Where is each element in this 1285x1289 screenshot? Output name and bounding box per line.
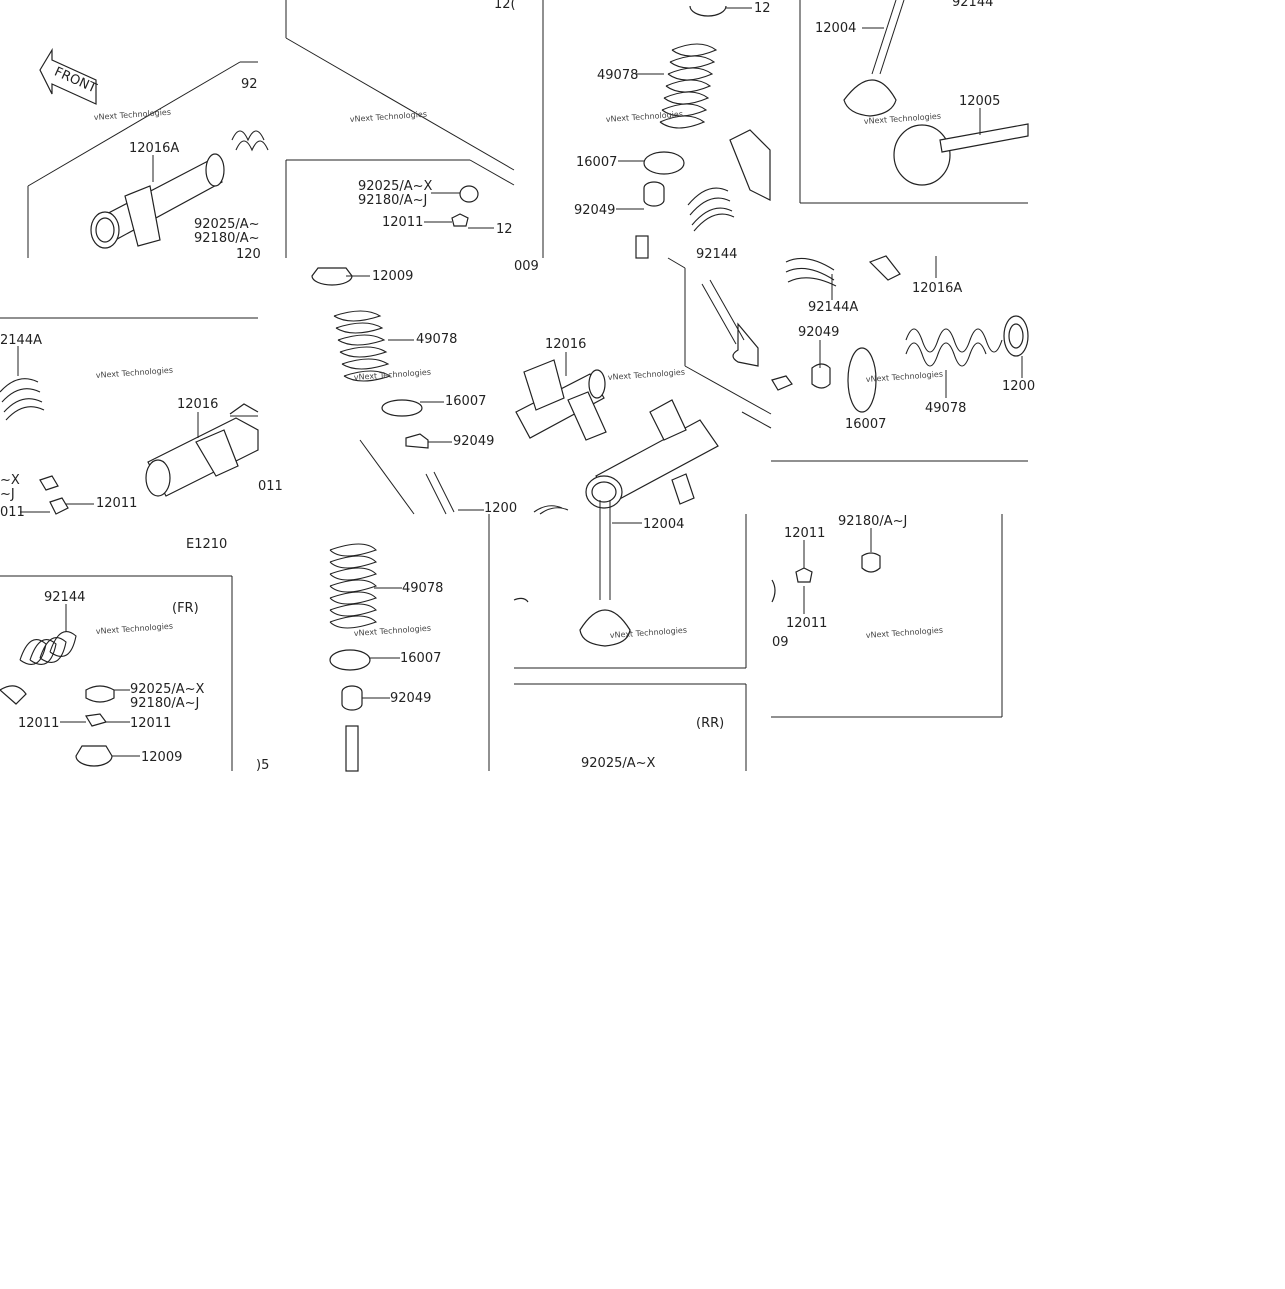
label-92180-bottomright: 92180/A~J xyxy=(838,514,907,529)
label-12011-left: 12011 xyxy=(96,496,137,511)
rocker-shaft-12016A-topleft xyxy=(90,130,269,249)
frame-lines xyxy=(0,0,1028,771)
label-92144A-right: 92144A xyxy=(808,300,858,315)
valves-topright xyxy=(843,0,1029,186)
label-92180-topcenter: 92180/A~J xyxy=(358,193,427,208)
label-49078-top: 49078 xyxy=(597,68,638,83)
label-12004-center: 12004 xyxy=(643,517,684,532)
label-09-cut: 09 xyxy=(772,635,789,650)
watermark: vNext Technologies xyxy=(866,370,944,384)
label-16007-bottom: 16007 xyxy=(400,651,441,666)
label-12016A-topleft: 12016A xyxy=(129,141,179,156)
label-49078-right: 49078 xyxy=(925,401,966,416)
label-92049-right: 92049 xyxy=(798,325,839,340)
label-12-topcenter-right: 12 xyxy=(496,222,513,237)
label-fr: (FR) xyxy=(172,601,199,616)
label-16007-right: 16007 xyxy=(845,417,886,432)
label-12009-center: 12009 xyxy=(372,269,413,284)
label-12-topcenter: 12( xyxy=(494,0,516,12)
front-direction-arrow: FRONT xyxy=(39,47,99,105)
label-12011-bottomleft-b: 12011 xyxy=(130,716,171,731)
label-120-cut: 120 xyxy=(236,247,261,262)
label-12011-bottomleft-a: 12011 xyxy=(18,716,59,731)
label-92049-center: 92049 xyxy=(453,434,494,449)
valve-spring-49078-top xyxy=(616,5,771,259)
label-92144-bottomleft: 92144 xyxy=(44,590,85,605)
label-12016A-right: 12016A xyxy=(912,281,962,296)
watermark: vNext Technologies xyxy=(866,626,944,640)
valve-cotter-topcenter xyxy=(424,185,494,229)
rocker-shafts-12016-center xyxy=(515,279,759,515)
label-92-cut: 92 xyxy=(241,77,258,92)
watermark: vNext Technologies xyxy=(94,108,172,122)
label-12004-topright: 12004 xyxy=(815,21,856,36)
watermark: vNext Technologies xyxy=(606,110,684,124)
watermark: vNext Technologies xyxy=(608,368,686,382)
watermark: vNext Technologies xyxy=(96,622,174,636)
label-e1210: E1210 xyxy=(186,537,227,552)
label-92144A-left: 2144A xyxy=(0,333,42,348)
label-12009-bottomleft: 12009 xyxy=(141,750,182,765)
label-12011-bottomright-a: 12011 xyxy=(784,526,825,541)
label-92180-bottomleft: 92180/A~J xyxy=(130,696,199,711)
label-1200-center: 1200 xyxy=(484,501,517,516)
valve-spring-49078-center xyxy=(311,267,484,515)
label-92180-cut: 92180/A~ xyxy=(194,231,260,246)
watermark: vNext Technologies xyxy=(96,366,174,380)
label-92025-rr: 92025/A~X xyxy=(581,756,656,771)
label-92144-cut: 92144 xyxy=(696,247,737,262)
label-011-left: 011 xyxy=(258,479,283,494)
label-92049-bottom: 92049 xyxy=(390,691,431,706)
valve-12004-bottom xyxy=(513,500,642,647)
valve-spring-49078-right xyxy=(771,255,1029,413)
label-12016-left: 12016 xyxy=(177,397,218,412)
rocker-shaft-12016-left xyxy=(0,346,259,515)
label-92025-topcenter: 92025/A~X xyxy=(358,179,433,194)
label-92144-topright: 92144 xyxy=(952,0,993,10)
label-92025-bottomleft: 92025/A~X xyxy=(130,682,205,697)
label-1200-right: 1200 xyxy=(1002,379,1035,394)
label-12005-topright: 12005 xyxy=(959,94,1000,109)
label-12-top: 12 xyxy=(754,1,771,16)
label-rr: (RR) xyxy=(696,716,724,731)
label-92049-top: 92049 xyxy=(574,203,615,218)
valve-spring-49078-bottom xyxy=(329,543,402,772)
rocker-arm-92144-bottomleft xyxy=(0,604,140,767)
part-labels: 92 12016A 92025/A~ 92180/A~ 120 12( 9202… xyxy=(0,0,1035,773)
label-92025-cut: 92025/A~ xyxy=(194,217,260,232)
label-X-cut: ~X xyxy=(0,473,20,488)
watermark: vNext Technologies xyxy=(350,110,428,124)
label-16007-center: 16007 xyxy=(445,394,486,409)
label-12016-center: 12016 xyxy=(545,337,586,352)
watermark: vNext Technologies xyxy=(354,368,432,382)
label-12011-bottomright-b: 12011 xyxy=(786,616,827,631)
label-16007-top: 16007 xyxy=(576,155,617,170)
label-49078-bottom: 49078 xyxy=(402,581,443,596)
label-49078-center: 49078 xyxy=(416,332,457,347)
label-12011-topcenter: 12011 xyxy=(382,215,423,230)
label-J-cut: ~J xyxy=(0,487,15,502)
valve-keeper-bottomright xyxy=(771,528,881,614)
label-009-cut: 009 xyxy=(514,259,539,274)
label-05-cut: )5 xyxy=(256,758,269,773)
label-011-cut: 011 xyxy=(0,505,25,520)
